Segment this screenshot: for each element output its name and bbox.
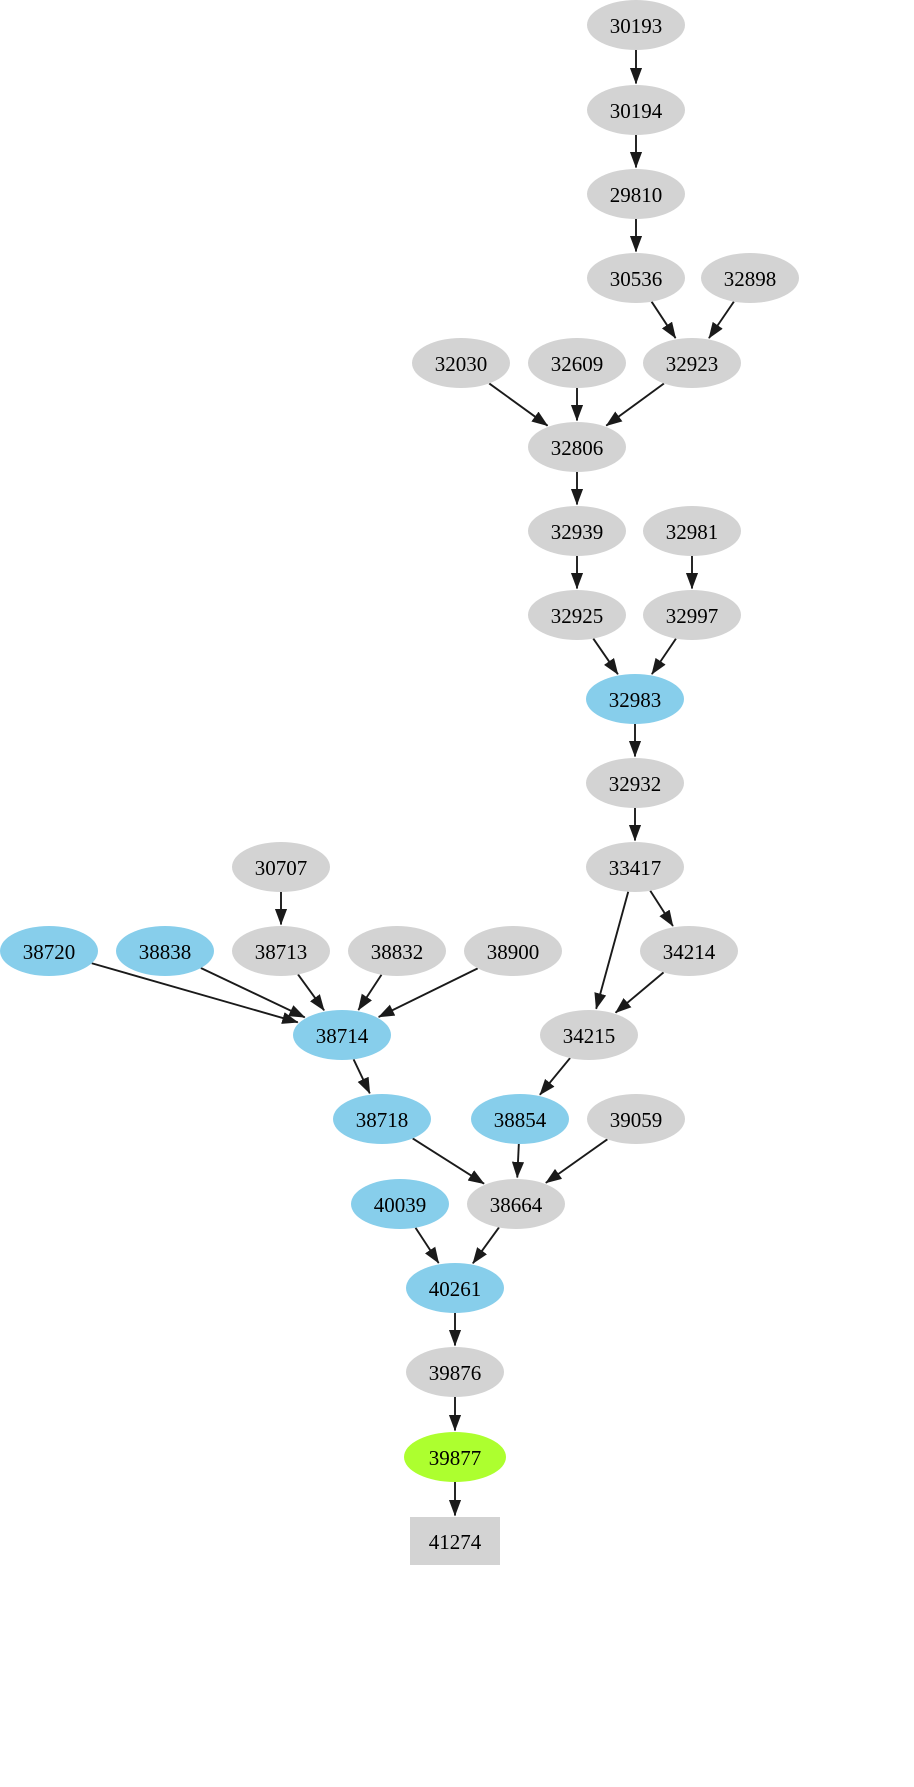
graph-node-label: 33417 [608,855,662,880]
graph-node-label: 38713 [254,939,308,964]
graph-node-32806[interactable]: 32806 [528,422,626,472]
graph-node-38838[interactable]: 38838 [116,926,214,976]
graph-node-40039[interactable]: 40039 [351,1179,449,1229]
graph-node-label: 34214 [662,939,716,964]
graph-node-label: 30707 [254,855,308,880]
graph-node-32898[interactable]: 32898 [701,253,799,303]
graph-node-32925[interactable]: 32925 [528,590,626,640]
graph-node-label: 38838 [138,939,192,964]
graph-node-label: 32983 [608,687,662,712]
graph-node-label: 38900 [486,939,540,964]
graph-node-39877[interactable]: 39877 [404,1432,506,1482]
graph-node-label: 30193 [609,13,663,38]
graph-node-label: 38720 [22,939,76,964]
graph-node-32981[interactable]: 32981 [643,506,741,556]
graph-node-32932[interactable]: 32932 [586,758,684,808]
graph-node-label: 39059 [609,1107,663,1132]
graph-node-label: 38832 [370,939,424,964]
graph-node-33417[interactable]: 33417 [586,842,684,892]
graph-node-32983[interactable]: 32983 [586,674,684,724]
graph-node-40261[interactable]: 40261 [406,1263,504,1313]
graph-node-label: 30194 [609,98,663,123]
graph-node-label: 40261 [428,1276,482,1301]
graph-node-39876[interactable]: 39876 [406,1347,504,1397]
graph-node-label: 41274 [428,1529,482,1554]
graph-node-38720[interactable]: 38720 [0,926,98,976]
graph-node-32939[interactable]: 32939 [528,506,626,556]
graph-node-label: 32981 [665,519,719,544]
graph-node-label: 32939 [550,519,604,544]
graph-node-label: 34215 [562,1023,616,1048]
graph-node-34215[interactable]: 34215 [540,1010,638,1060]
graph-node-30193[interactable]: 30193 [587,0,685,50]
graph-node-label: 29810 [609,182,663,207]
graph-node-label: 30536 [609,266,663,291]
graph-node-41274[interactable]: 41274 [410,1517,500,1565]
graph-node-label: 32925 [550,603,604,628]
graph-node-label: 32898 [723,266,777,291]
graph-node-label: 39877 [428,1445,482,1470]
graph-node-label: 32997 [665,603,719,628]
graph-node-32997[interactable]: 32997 [643,590,741,640]
graph-node-39059[interactable]: 39059 [587,1094,685,1144]
graph-node-34214[interactable]: 34214 [640,926,738,976]
graph-node-32030[interactable]: 32030 [412,338,510,388]
graph-node-38900[interactable]: 38900 [464,926,562,976]
graph-node-label: 38714 [315,1023,369,1048]
graph-node-label: 32030 [434,351,488,376]
graph-node-label: 38664 [489,1192,543,1217]
graph-node-label: 38854 [493,1107,547,1132]
graph-node-label: 32932 [608,771,662,796]
graph-node-label: 39876 [428,1360,482,1385]
graph-node-32923[interactable]: 32923 [643,338,741,388]
graph-node-38832[interactable]: 38832 [348,926,446,976]
graph-node-30536[interactable]: 30536 [587,253,685,303]
graph-node-38713[interactable]: 38713 [232,926,330,976]
graph-node-38718[interactable]: 38718 [333,1094,431,1144]
graph-node-30707[interactable]: 30707 [232,842,330,892]
graph-node-label: 32806 [550,435,604,460]
graph-node-label: 38718 [355,1107,409,1132]
graph-node-30194[interactable]: 30194 [587,85,685,135]
graph-node-32609[interactable]: 32609 [528,338,626,388]
graph-node-label: 32609 [550,351,604,376]
graph-node-29810[interactable]: 29810 [587,169,685,219]
graph-node-label: 32923 [665,351,719,376]
graph-node-38714[interactable]: 38714 [293,1010,391,1060]
graph-node-38664[interactable]: 38664 [467,1179,565,1229]
graph-node-label: 40039 [373,1192,427,1217]
graph-node-38854[interactable]: 38854 [471,1094,569,1144]
